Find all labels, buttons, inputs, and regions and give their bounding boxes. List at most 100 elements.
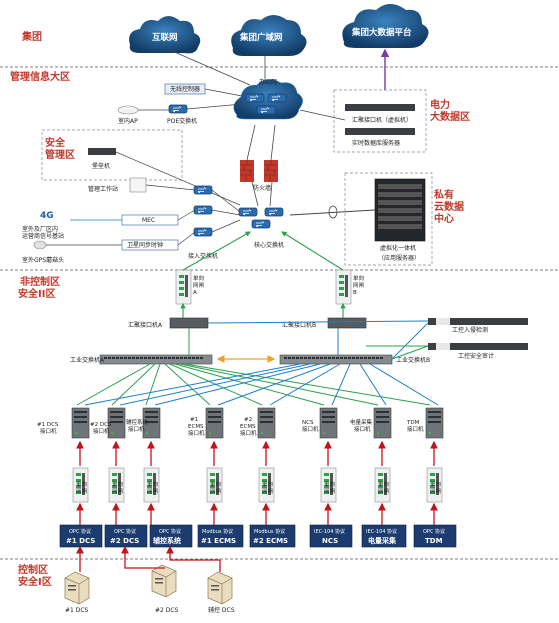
svg-text:集团大数据平台: 集团大数据平台 <box>351 27 412 38</box>
svg-text:辅控系统: 辅控系统 <box>153 536 181 545</box>
svg-text:OPC 协议: OPC 协议 <box>69 528 91 535</box>
audit-label: 工控安全审计 <box>458 352 494 360</box>
zone-noncontrol-2: 安全II区 <box>18 287 55 300</box>
svg-text:单向: 单向 <box>262 480 273 488</box>
svg-text:网闸: 网闸 <box>76 487 87 495</box>
svg-text:单向: 单向 <box>353 274 364 282</box>
svg-text:网闸: 网闸 <box>324 487 335 495</box>
if-label-8a: TDM <box>406 420 420 426</box>
svg-text:网闸: 网闸 <box>430 487 441 495</box>
dcs1-server-label: #1 DCS <box>65 607 89 614</box>
firewall-label: 防火墙 <box>253 184 271 192</box>
svg-text:网闸: 网闸 <box>193 281 204 289</box>
if-machine-1 <box>71 407 90 439</box>
svg-text:互联网: 互联网 <box>152 32 178 43</box>
mec-label: MEC <box>142 217 155 224</box>
svg-text:单向: 单向 <box>112 480 123 488</box>
firewall-icon <box>240 160 278 182</box>
indoor-ap-icon <box>117 105 139 115</box>
ind-switch-b-label: 工业交换机B <box>396 356 430 364</box>
svg-text:网闸: 网闸 <box>210 487 221 495</box>
gps-label: 室外GPS蘑菇头 <box>22 256 64 264</box>
svg-text:单向: 单向 <box>193 274 204 282</box>
zone-mgmt: 管理信息大区 <box>10 70 70 83</box>
svg-text:B: B <box>353 290 357 296</box>
if-label-1a: #1 DCS <box>37 422 59 428</box>
zone-power-1: 电力 <box>430 98 450 111</box>
if-label-7a: 电量采集 <box>350 418 373 426</box>
svg-text:单向: 单向 <box>378 480 389 488</box>
svg-text:#2 DCS: #2 DCS <box>110 537 139 545</box>
svg-text:TDM: TDM <box>425 537 443 545</box>
protocol-box-7: IEC-104 协议 电量采集 <box>361 524 407 548</box>
svg-text:网闸: 网闸 <box>112 487 123 495</box>
aux-server-label: 辅控 DCS <box>208 606 235 614</box>
cloud-office: 办公网 <box>233 78 303 120</box>
fan-links <box>76 363 439 406</box>
if-label-4b: ECMS <box>188 424 204 430</box>
intrusion-label: 工控入侵检测 <box>452 326 488 334</box>
svg-text:Modbus 协议: Modbus 协议 <box>254 528 285 535</box>
aux-server-icon <box>207 571 233 605</box>
wireless-controller-label: 无线控制器 <box>170 85 200 93</box>
svg-text:#1 ECMS: #1 ECMS <box>201 537 236 545</box>
cloud-group-bigdata: 集团大数据平台 <box>342 4 429 48</box>
svg-text:单向: 单向 <box>76 480 87 488</box>
ind-switch-b <box>279 354 393 365</box>
if-machine-5 <box>257 407 276 439</box>
agg-b-label: 汇聚接口机B <box>282 321 316 329</box>
dcs2-server-label: #2 DCS <box>155 607 179 614</box>
svg-text:办公网: 办公网 <box>259 78 277 86</box>
if-label-3b: 接口机 <box>128 425 145 433</box>
svg-text:单向: 单向 <box>430 480 441 488</box>
if-label-6b: 接口机 <box>302 425 319 433</box>
indoor-ap-label: 室内AP <box>118 117 138 125</box>
zone-cloud-1: 私有 <box>433 188 454 201</box>
if-label-1b: 接口机 <box>40 427 57 435</box>
poe-switch-label: POE交换机 <box>167 117 197 125</box>
mgmt-ws-label: 管理工作站 <box>88 185 118 193</box>
ind-switch-a <box>99 354 213 365</box>
cloud-group-wan: 集团广域网 <box>231 15 307 56</box>
svg-text:电量采集: 电量采集 <box>368 536 397 545</box>
access-switch-icon-3 <box>193 227 213 237</box>
zone-control-2: 安全I区 <box>18 575 52 588</box>
agg-interface-a <box>169 317 209 329</box>
if-machine-6 <box>319 407 338 439</box>
protocol-box-3: OPC 协议 辅控系统 <box>149 524 193 548</box>
zone-safety-2: 管理区 <box>45 148 75 161</box>
zone-noncontrol-1: 非控制区 <box>20 275 60 288</box>
svg-text:NCS: NCS <box>322 537 338 545</box>
svg-text:网闸: 网闸 <box>147 487 158 495</box>
if-machine-7 <box>373 407 392 439</box>
zone-power-2: 大数据区 <box>430 110 470 123</box>
agg-interface-b <box>327 317 367 329</box>
ind-switch-a-label: 工业交换机A <box>70 356 105 364</box>
mgmt-workstation-icon <box>129 177 147 193</box>
svg-text:#2 ECMS: #2 ECMS <box>253 537 288 545</box>
protocol-box-5: Modbus 协议 #2 ECMS <box>249 524 296 548</box>
gps-icon <box>33 240 47 250</box>
if-machine-8 <box>425 407 444 439</box>
realtime-db-icon <box>345 128 415 135</box>
zone-safety-1: 安全 <box>45 136 66 149</box>
agg-a-label: 汇聚接口机A <box>128 321 163 329</box>
safety-mgmt-area <box>41 129 183 181</box>
protocol-box-4: Modbus 协议 #1 ECMS <box>197 524 244 548</box>
private-cloud-area <box>344 172 433 266</box>
red-uplinks <box>76 440 438 466</box>
poe-switch-icon <box>168 104 188 114</box>
bastion-label: 堡垒机 <box>92 162 110 170</box>
svg-text:网闸: 网闸 <box>353 281 364 289</box>
if-label-5c: 接口机 <box>240 429 257 437</box>
svg-text:网闸: 网闸 <box>378 487 389 495</box>
svg-text:#1 DCS: #1 DCS <box>66 537 95 545</box>
if-label-5b: ECMS <box>240 424 256 430</box>
zone-cloud-2: 云数据 <box>434 200 464 213</box>
svg-text:单向: 单向 <box>210 480 221 488</box>
svg-text:集团广域网: 集团广域网 <box>239 32 283 43</box>
sat-time-label: 卫星同步时钟 <box>127 241 163 249</box>
if-label-8b: 接口机 <box>407 425 424 433</box>
